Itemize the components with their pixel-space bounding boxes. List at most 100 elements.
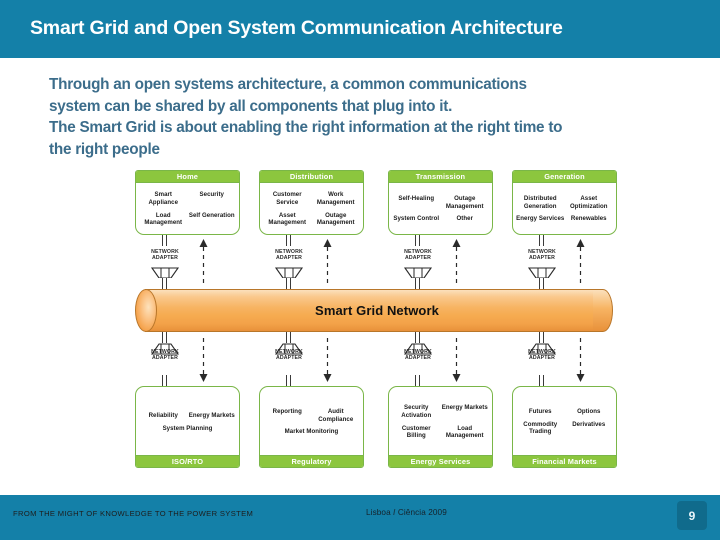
domain-box-regulatory[interactable]: Reporting Audit Compliance Market Monito… bbox=[259, 386, 364, 468]
domain-item: Renewables bbox=[570, 215, 607, 223]
domain-box-items: Customer Service Work Management Asset M… bbox=[260, 183, 363, 234]
adapter-label: NETWORK ADAPTER bbox=[144, 249, 186, 262]
domain-item: Customer Billing bbox=[401, 424, 431, 440]
domain-box-distribution[interactable]: Distribution Customer Service Work Manag… bbox=[259, 170, 364, 235]
adapter-label: NETWORK ADAPTER bbox=[144, 349, 186, 362]
domain-box-title: ISO/RTO bbox=[136, 455, 239, 467]
adapter-label-line2: ADAPTER bbox=[404, 355, 432, 362]
domain-box-items: Security Activation Energy Markets Custo… bbox=[389, 387, 492, 455]
adapter-label-line2: ADAPTER bbox=[528, 255, 556, 262]
adapter-stem-lower bbox=[539, 375, 544, 386]
domain-item: Security Activation bbox=[401, 404, 432, 419]
diagram-column-home: Home Smart Appliance Security Load Manag… bbox=[135, 170, 240, 468]
domain-item: Asset Optimization bbox=[570, 195, 608, 210]
domain-box-title: Financial Markets bbox=[513, 455, 616, 467]
data-flow-arrow-up-icon bbox=[323, 239, 332, 283]
adapter-label: NETWORK ADAPTER bbox=[397, 349, 439, 362]
adapter-label: NETWORK ADAPTER bbox=[268, 249, 310, 262]
adapter-label: NETWORK ADAPTER bbox=[397, 249, 439, 262]
data-flow-arrow-down-icon bbox=[323, 338, 332, 382]
domain-item: Reporting bbox=[272, 408, 302, 416]
adapter-stem-upper bbox=[415, 332, 420, 343]
adapter-stem-upper bbox=[162, 235, 167, 246]
header-band bbox=[0, 0, 720, 58]
footer-band: FROM THE MIGHT OF KNOWLEDGE TO THE POWER… bbox=[0, 495, 720, 540]
adapter-stem-lower bbox=[286, 278, 291, 289]
footer-event: Lisboa / Ciência 2009 bbox=[366, 508, 447, 517]
domain-item: Self Generation bbox=[188, 211, 235, 219]
domain-box-items: Reliability Energy Markets System Planni… bbox=[136, 387, 239, 455]
network-adapter-connector-top: NETWORK ADAPTER bbox=[388, 235, 493, 289]
adapter-stem-upper bbox=[539, 235, 544, 246]
domain-item: Smart Appliance bbox=[148, 191, 179, 206]
data-flow-arrow-up-icon bbox=[199, 239, 208, 283]
adapter-label-line1: NETWORK bbox=[528, 349, 556, 355]
domain-box-energy-services[interactable]: Security Activation Energy Markets Custo… bbox=[388, 386, 493, 468]
domain-box-financial-markets[interactable]: Futures Options Commodity Trading Deriva… bbox=[512, 386, 617, 468]
domain-item: Energy Markets bbox=[441, 404, 488, 412]
domain-item: Load Management bbox=[144, 211, 183, 227]
domain-box-home[interactable]: Home Smart Appliance Security Load Manag… bbox=[135, 170, 240, 235]
adapter-stem-lower bbox=[162, 375, 167, 386]
adapter-stem-lower bbox=[415, 278, 420, 289]
adapter-stem-lower bbox=[286, 375, 291, 386]
domain-item: Derivatives bbox=[572, 420, 606, 428]
domain-box-title: Home bbox=[136, 171, 239, 183]
domain-item: Distributed Generation bbox=[523, 195, 557, 210]
domain-item: Energy Markets bbox=[188, 411, 235, 419]
data-flow-arrow-up-icon bbox=[576, 239, 585, 283]
domain-box-generation[interactable]: Generation Distributed Generation Asset … bbox=[512, 170, 617, 235]
adapter-label-line1: NETWORK bbox=[275, 249, 303, 255]
network-adapter-connector-top: NETWORK ADAPTER bbox=[259, 235, 364, 289]
domain-item: Outage Management bbox=[316, 211, 355, 227]
network-adapter-icon: NETWORK ADAPTER bbox=[521, 343, 563, 375]
domain-box-title: Distribution bbox=[260, 171, 363, 183]
diagram-column-distribution: Distribution Customer Service Work Manag… bbox=[259, 170, 364, 468]
domain-box-items: Reporting Audit Compliance Market Monito… bbox=[260, 387, 363, 455]
page-number-badge: 9 bbox=[677, 501, 707, 530]
domain-item: Customer Service bbox=[272, 191, 302, 206]
adapter-label-line2: ADAPTER bbox=[151, 355, 179, 362]
network-adapter-icon: NETWORK ADAPTER bbox=[521, 246, 563, 278]
footer-event-name: Ciência 2009 bbox=[397, 508, 447, 517]
domain-item: Futures bbox=[528, 408, 552, 416]
network-adapter-icon: NETWORK ADAPTER bbox=[397, 343, 439, 375]
adapter-stem-upper bbox=[162, 332, 167, 343]
cylinder-left-cap bbox=[135, 289, 157, 332]
network-adapter-icon: NETWORK ADAPTER bbox=[144, 246, 186, 278]
footer-event-city: Lisboa bbox=[366, 508, 391, 517]
domain-item: Energy Services bbox=[516, 215, 565, 223]
diagram-column-transmission: Transmission Self-Healing Outage Managem… bbox=[388, 170, 493, 468]
data-flow-arrow-down-icon bbox=[576, 338, 585, 382]
domain-item: Load Management bbox=[445, 424, 484, 440]
network-adapter-connector-bottom: NETWORK ADAPTER bbox=[259, 332, 364, 386]
adapter-label-line1: NETWORK bbox=[404, 349, 432, 355]
network-adapter-connector-bottom: NETWORK ADAPTER bbox=[135, 332, 240, 386]
footer-tagline: FROM THE MIGHT OF KNOWLEDGE TO THE POWER… bbox=[13, 509, 254, 518]
domain-box-transmission[interactable]: Transmission Self-Healing Outage Managem… bbox=[388, 170, 493, 235]
adapter-label: NETWORK ADAPTER bbox=[521, 249, 563, 262]
diagram-column-generation: Generation Distributed Generation Asset … bbox=[512, 170, 617, 468]
network-adapter-connector-bottom: NETWORK ADAPTER bbox=[388, 332, 493, 386]
network-adapter-connector-bottom: NETWORK ADAPTER bbox=[512, 332, 617, 386]
domain-box-items: Self-Healing Outage Management System Co… bbox=[389, 183, 492, 234]
domain-item: Options bbox=[577, 408, 601, 416]
network-adapter-icon: NETWORK ADAPTER bbox=[268, 343, 310, 375]
adapter-label-line2: ADAPTER bbox=[404, 255, 432, 262]
subtitle-block: Through an open systems architecture, a … bbox=[49, 74, 689, 160]
domain-box-iso-rto[interactable]: Reliability Energy Markets System Planni… bbox=[135, 386, 240, 468]
subtitle-line-2: system can be shared by all components t… bbox=[49, 97, 453, 115]
network-adapter-icon: NETWORK ADAPTER bbox=[144, 343, 186, 375]
domain-item: Audit Compliance bbox=[318, 408, 354, 423]
network-adapter-connector-top: NETWORK ADAPTER bbox=[512, 235, 617, 289]
network-adapter-connector-top: NETWORK ADAPTER bbox=[135, 235, 240, 289]
adapter-label-line1: NETWORK bbox=[528, 249, 556, 255]
domain-box-items: Smart Appliance Security Load Management… bbox=[136, 183, 239, 234]
data-flow-arrow-up-icon bbox=[452, 239, 461, 283]
subtitle-line-3: The Smart Grid is about enabling the rig… bbox=[49, 119, 563, 136]
data-flow-arrow-down-icon bbox=[452, 338, 461, 382]
network-adapter-icon: NETWORK ADAPTER bbox=[268, 246, 310, 278]
domain-box-title: Transmission bbox=[389, 171, 492, 183]
adapter-label-line1: NETWORK bbox=[404, 249, 432, 255]
